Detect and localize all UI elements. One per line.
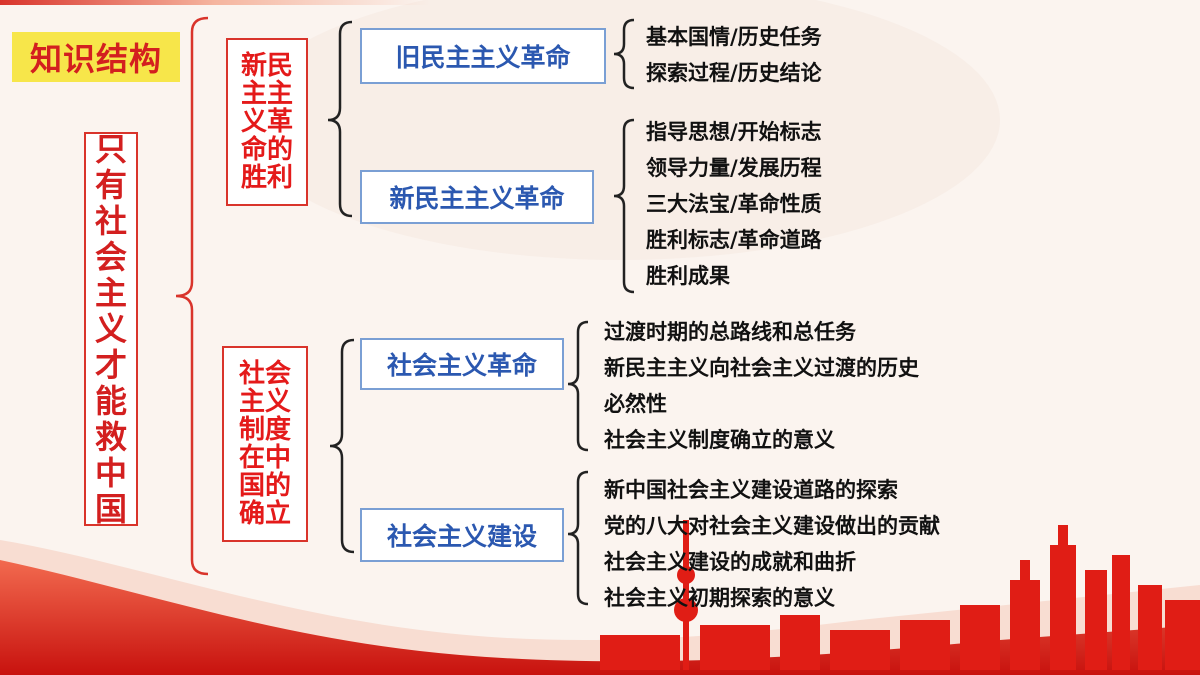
list-item: 基本国情/历史任务 (646, 25, 822, 49)
node-label: 新民主主义革命 (389, 184, 565, 213)
node-socialist-revolution: 社会主义革命 (360, 338, 564, 390)
list-item: 三大法宝/革命性质 (646, 192, 822, 216)
list-item: 指导思想/开始标志 (646, 120, 822, 144)
list-item: 社会主义初期探索的意义 (604, 586, 835, 610)
top-accent-line (0, 0, 430, 5)
node-label: 社会主义革命 (386, 351, 537, 380)
branch-label: 社会主义制度在中国的确立 (238, 359, 291, 529)
node-label: 旧民主主义革命 (395, 43, 571, 72)
branch-new-democratic-revolution: 新民主主义革命的胜利 (226, 38, 308, 206)
page-title: 知识结构 (12, 32, 180, 82)
list-item: 必然性 (604, 392, 667, 416)
list-item: 过渡时期的总路线和总任务 (604, 320, 856, 344)
root-node: 只有社会主义才能救中国 (84, 130, 138, 528)
root-node-label: 只有社会主义才能救中国 (94, 130, 127, 528)
node-new-democratic-revolution: 新民主主义革命 (360, 170, 594, 224)
list-item: 党的八大对社会主义建设做出的贡献 (604, 514, 940, 538)
list-item: 新民主主义向社会主义过渡的历史 (604, 356, 919, 380)
list-item: 胜利标志/革命道路 (646, 228, 822, 252)
list-item: 领导力量/发展历程 (646, 156, 822, 180)
list-item: 社会主义制度确立的意义 (604, 428, 835, 452)
node-label: 社会主义建设 (386, 522, 537, 551)
list-item: 社会主义建设的成就和曲折 (604, 550, 856, 574)
list-item: 探索过程/历史结论 (646, 61, 822, 85)
list-item: 胜利成果 (646, 264, 730, 288)
branch-label: 新民主主义革命的胜利 (240, 51, 293, 193)
list-item: 新中国社会主义建设道路的探索 (604, 478, 898, 502)
node-old-democratic-revolution: 旧民主主义革命 (360, 28, 606, 84)
node-socialist-construction: 社会主义建设 (360, 508, 564, 562)
branch-socialist-system: 社会主义制度在中国的确立 (222, 346, 308, 542)
